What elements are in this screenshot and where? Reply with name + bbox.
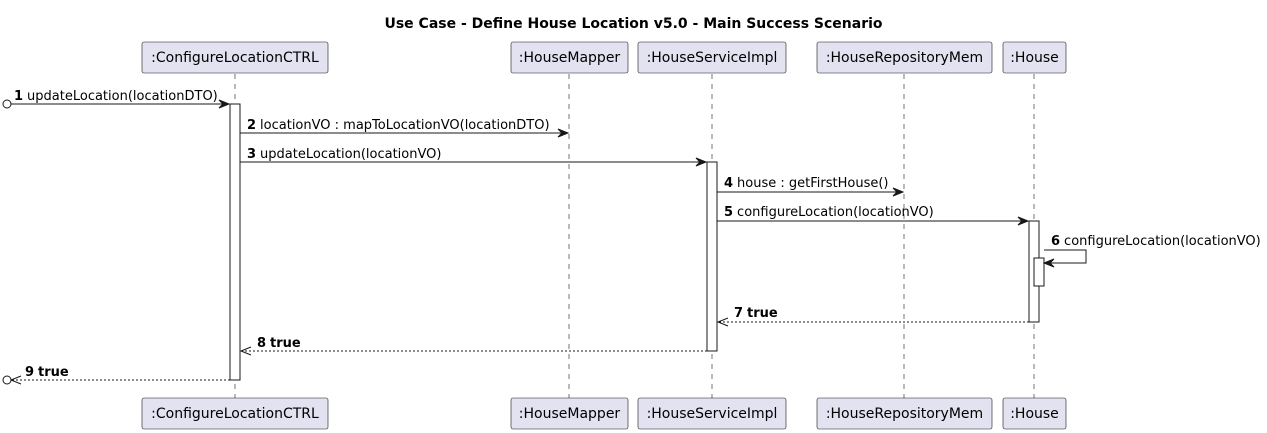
activation-ctrl bbox=[229, 103, 241, 381]
svg-text::HouseServiceImpl: :HouseServiceImpl bbox=[647, 50, 778, 66]
message-3-label: updateLocation(locationVO) bbox=[260, 147, 441, 162]
message-5-number: 5 bbox=[724, 205, 733, 220]
message-6: 6 configureLocation(locationVO) bbox=[1042, 234, 1261, 268]
message-6-number: 6 bbox=[1051, 234, 1060, 249]
participant-ctrl-top: :ConfigureLocationCTRL bbox=[141, 41, 329, 74]
svg-text::HouseServiceImpl: :HouseServiceImpl bbox=[647, 406, 778, 422]
participant-repo-top: :HouseRepositoryMem bbox=[816, 41, 993, 74]
message-7: 7 true bbox=[716, 306, 1029, 327]
message-5: 5 configureLocation(locationVO) bbox=[717, 205, 1030, 226]
message-2: 2 locationVO : mapToLocationVO(locationDT… bbox=[240, 118, 570, 138]
svg-text::HouseMapper: :HouseMapper bbox=[519, 50, 621, 66]
message-2-label: locationVO : mapToLocationVO(locationDTO… bbox=[260, 118, 549, 133]
participant-repo-bottom: :HouseRepositoryMem bbox=[816, 397, 993, 430]
activation-house-self bbox=[1033, 257, 1045, 287]
svg-text::HouseMapper: :HouseMapper bbox=[519, 406, 621, 422]
participant-ctrl-bottom: :ConfigureLocationCTRL bbox=[141, 397, 329, 430]
diagram-title: Use Case - Define House Location v5.0 - … bbox=[384, 16, 882, 32]
message-1-number: 1 bbox=[14, 89, 23, 104]
message-6-label: configureLocation(locationVO) bbox=[1064, 234, 1261, 249]
message-1-label: updateLocation(locationDTO) bbox=[27, 89, 218, 104]
participant-service-bottom: :HouseServiceImpl bbox=[637, 397, 787, 430]
message-4-number: 4 bbox=[724, 176, 733, 191]
activation-service bbox=[706, 161, 718, 352]
message-4: 4 house : getFirstHouse() bbox=[717, 176, 905, 197]
svg-text::House: :House bbox=[1010, 406, 1059, 422]
message-8: 8 true bbox=[239, 336, 707, 356]
message-7-number: 7 bbox=[734, 306, 743, 321]
message-8-number: 8 bbox=[257, 336, 266, 351]
message-2-number: 2 bbox=[247, 118, 256, 133]
lost-message-circle bbox=[2, 375, 12, 385]
message-8-label: true bbox=[270, 336, 301, 351]
svg-text::HouseRepositoryMem: :HouseRepositoryMem bbox=[826, 406, 983, 422]
message-9-label: true bbox=[38, 365, 69, 380]
svg-text::House: :House bbox=[1010, 50, 1059, 66]
message-9: 9 true bbox=[2, 365, 230, 385]
message-4-label: house : getFirstHouse() bbox=[737, 176, 888, 191]
message-5-label: configureLocation(locationVO) bbox=[737, 205, 934, 220]
message-3-number: 3 bbox=[247, 147, 256, 162]
participant-house-bottom: :House bbox=[1002, 397, 1067, 430]
svg-text::ConfigureLocationCTRL: :ConfigureLocationCTRL bbox=[151, 50, 319, 66]
message-9-number: 9 bbox=[25, 365, 34, 380]
message-1: 1 updateLocation(locationDTO) bbox=[2, 89, 231, 109]
participant-mapper-bottom: :HouseMapper bbox=[510, 397, 629, 430]
svg-text::ConfigureLocationCTRL: :ConfigureLocationCTRL bbox=[151, 406, 319, 422]
message-7-label: true bbox=[747, 306, 778, 321]
participant-service-top: :HouseServiceImpl bbox=[637, 41, 787, 74]
message-3: 3 updateLocation(locationVO) bbox=[240, 147, 708, 167]
svg-text::HouseRepositoryMem: :HouseRepositoryMem bbox=[826, 50, 983, 66]
participant-house-top: :House bbox=[1002, 41, 1067, 74]
found-message-circle bbox=[2, 99, 12, 109]
participant-mapper-top: :HouseMapper bbox=[510, 41, 629, 74]
